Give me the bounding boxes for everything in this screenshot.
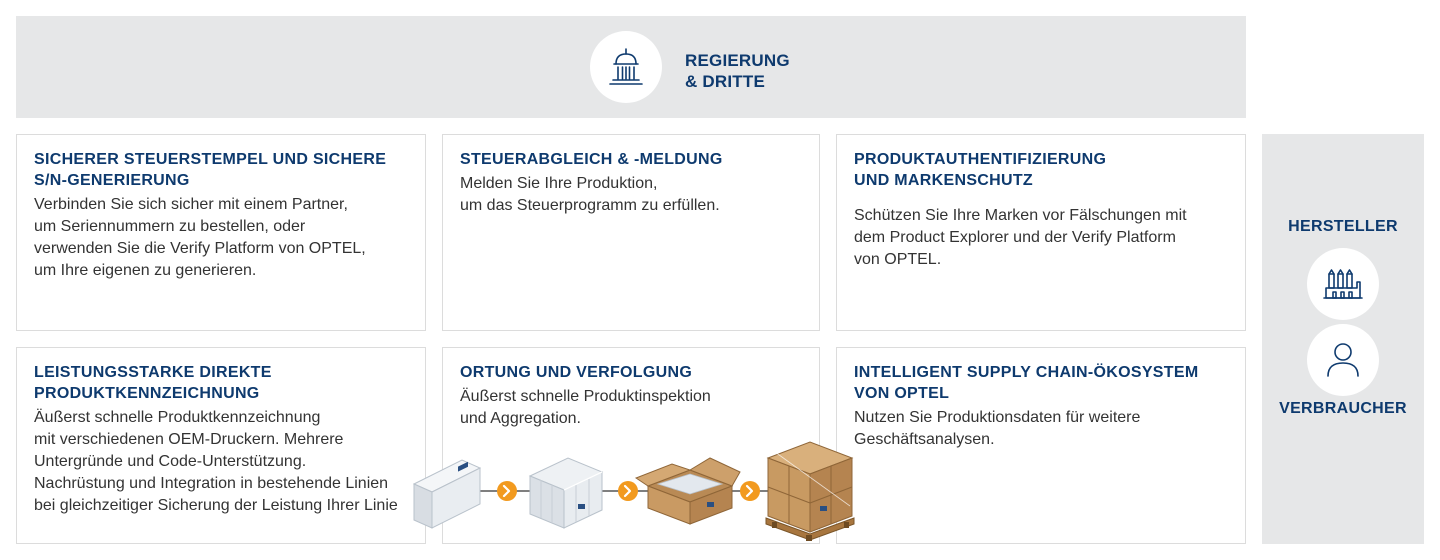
open-shipping-case-icon [634,457,741,525]
government-icon-circle [590,31,662,103]
card-tax-stamp-serialization: SICHERER STEUERSTEMPEL UND SICHERE S/N-G… [16,134,426,331]
card-tax-reconciliation: STEUERABGLEICH & -MELDUNG Melden Sie Ihr… [442,134,820,331]
government-title: REGIERUNG & DRITTE [685,51,790,91]
card-body: Verbinden Sie sich sicher mit einem Part… [34,196,366,279]
manufacturer-label: HERSTELLER [1288,218,1398,235]
government-banner: REGIERUNG & DRITTE [16,16,1246,118]
person-icon-circle [1307,324,1379,396]
government-building-icon [609,48,643,85]
stakeholder-panel: HERSTELLER VERBRAUCHER [1262,134,1424,544]
card-title: LEISTUNGSSTARKE DIREKTE PRODUKTKENNZEICH… [34,364,272,402]
card-title: SICHERER STEUERSTEMPEL UND SICHERE S/N-G… [34,151,387,189]
card-body: Äußerst schnelle Produktkennzeichnung mi… [34,409,398,514]
step-arrow-icon [497,481,517,501]
carton-bundle-icon [528,457,604,529]
card-title: ORTUNG UND VERFOLGUNG [460,364,693,381]
packaging-flow-illustration [412,441,855,541]
consumer-label: VERBRAUCHER [1279,400,1407,417]
card-body: Äußerst schnelle Produktinspektion und A… [460,388,711,427]
card-body: Nutzen Sie Produktionsdaten für weitere … [854,409,1141,448]
factory-icon [1323,269,1363,299]
card-product-authentication: PRODUKTAUTHENTIFIZIERUNG UND MARKENSCHUT… [836,134,1246,331]
factory-icon-circle [1307,248,1379,320]
card-body: Melden Sie Ihre Produktion, um das Steue… [460,175,720,214]
card-direct-product-marking: LEISTUNGSSTARKE DIREKTE PRODUKTKENNZEICH… [16,347,426,544]
person-icon [1327,343,1359,377]
card-title: STEUERABGLEICH & -MELDUNG [460,151,723,168]
step-arrow-icon [740,481,760,501]
card-title: INTELLIGENT SUPPLY CHAIN-ÖKOSYSTEM VON O… [854,364,1199,402]
card-body: Schützen Sie Ihre Marken vor Fälschungen… [854,207,1187,268]
step-arrow-icon [618,481,638,501]
card-supply-chain-ecosystem: INTELLIGENT SUPPLY CHAIN-ÖKOSYSTEM VON O… [836,347,1246,544]
card-title: PRODUKTAUTHENTIFIZIERUNG UND MARKENSCHUT… [854,151,1107,189]
pallet-icon [765,441,855,541]
product-carton-icon [412,459,482,529]
